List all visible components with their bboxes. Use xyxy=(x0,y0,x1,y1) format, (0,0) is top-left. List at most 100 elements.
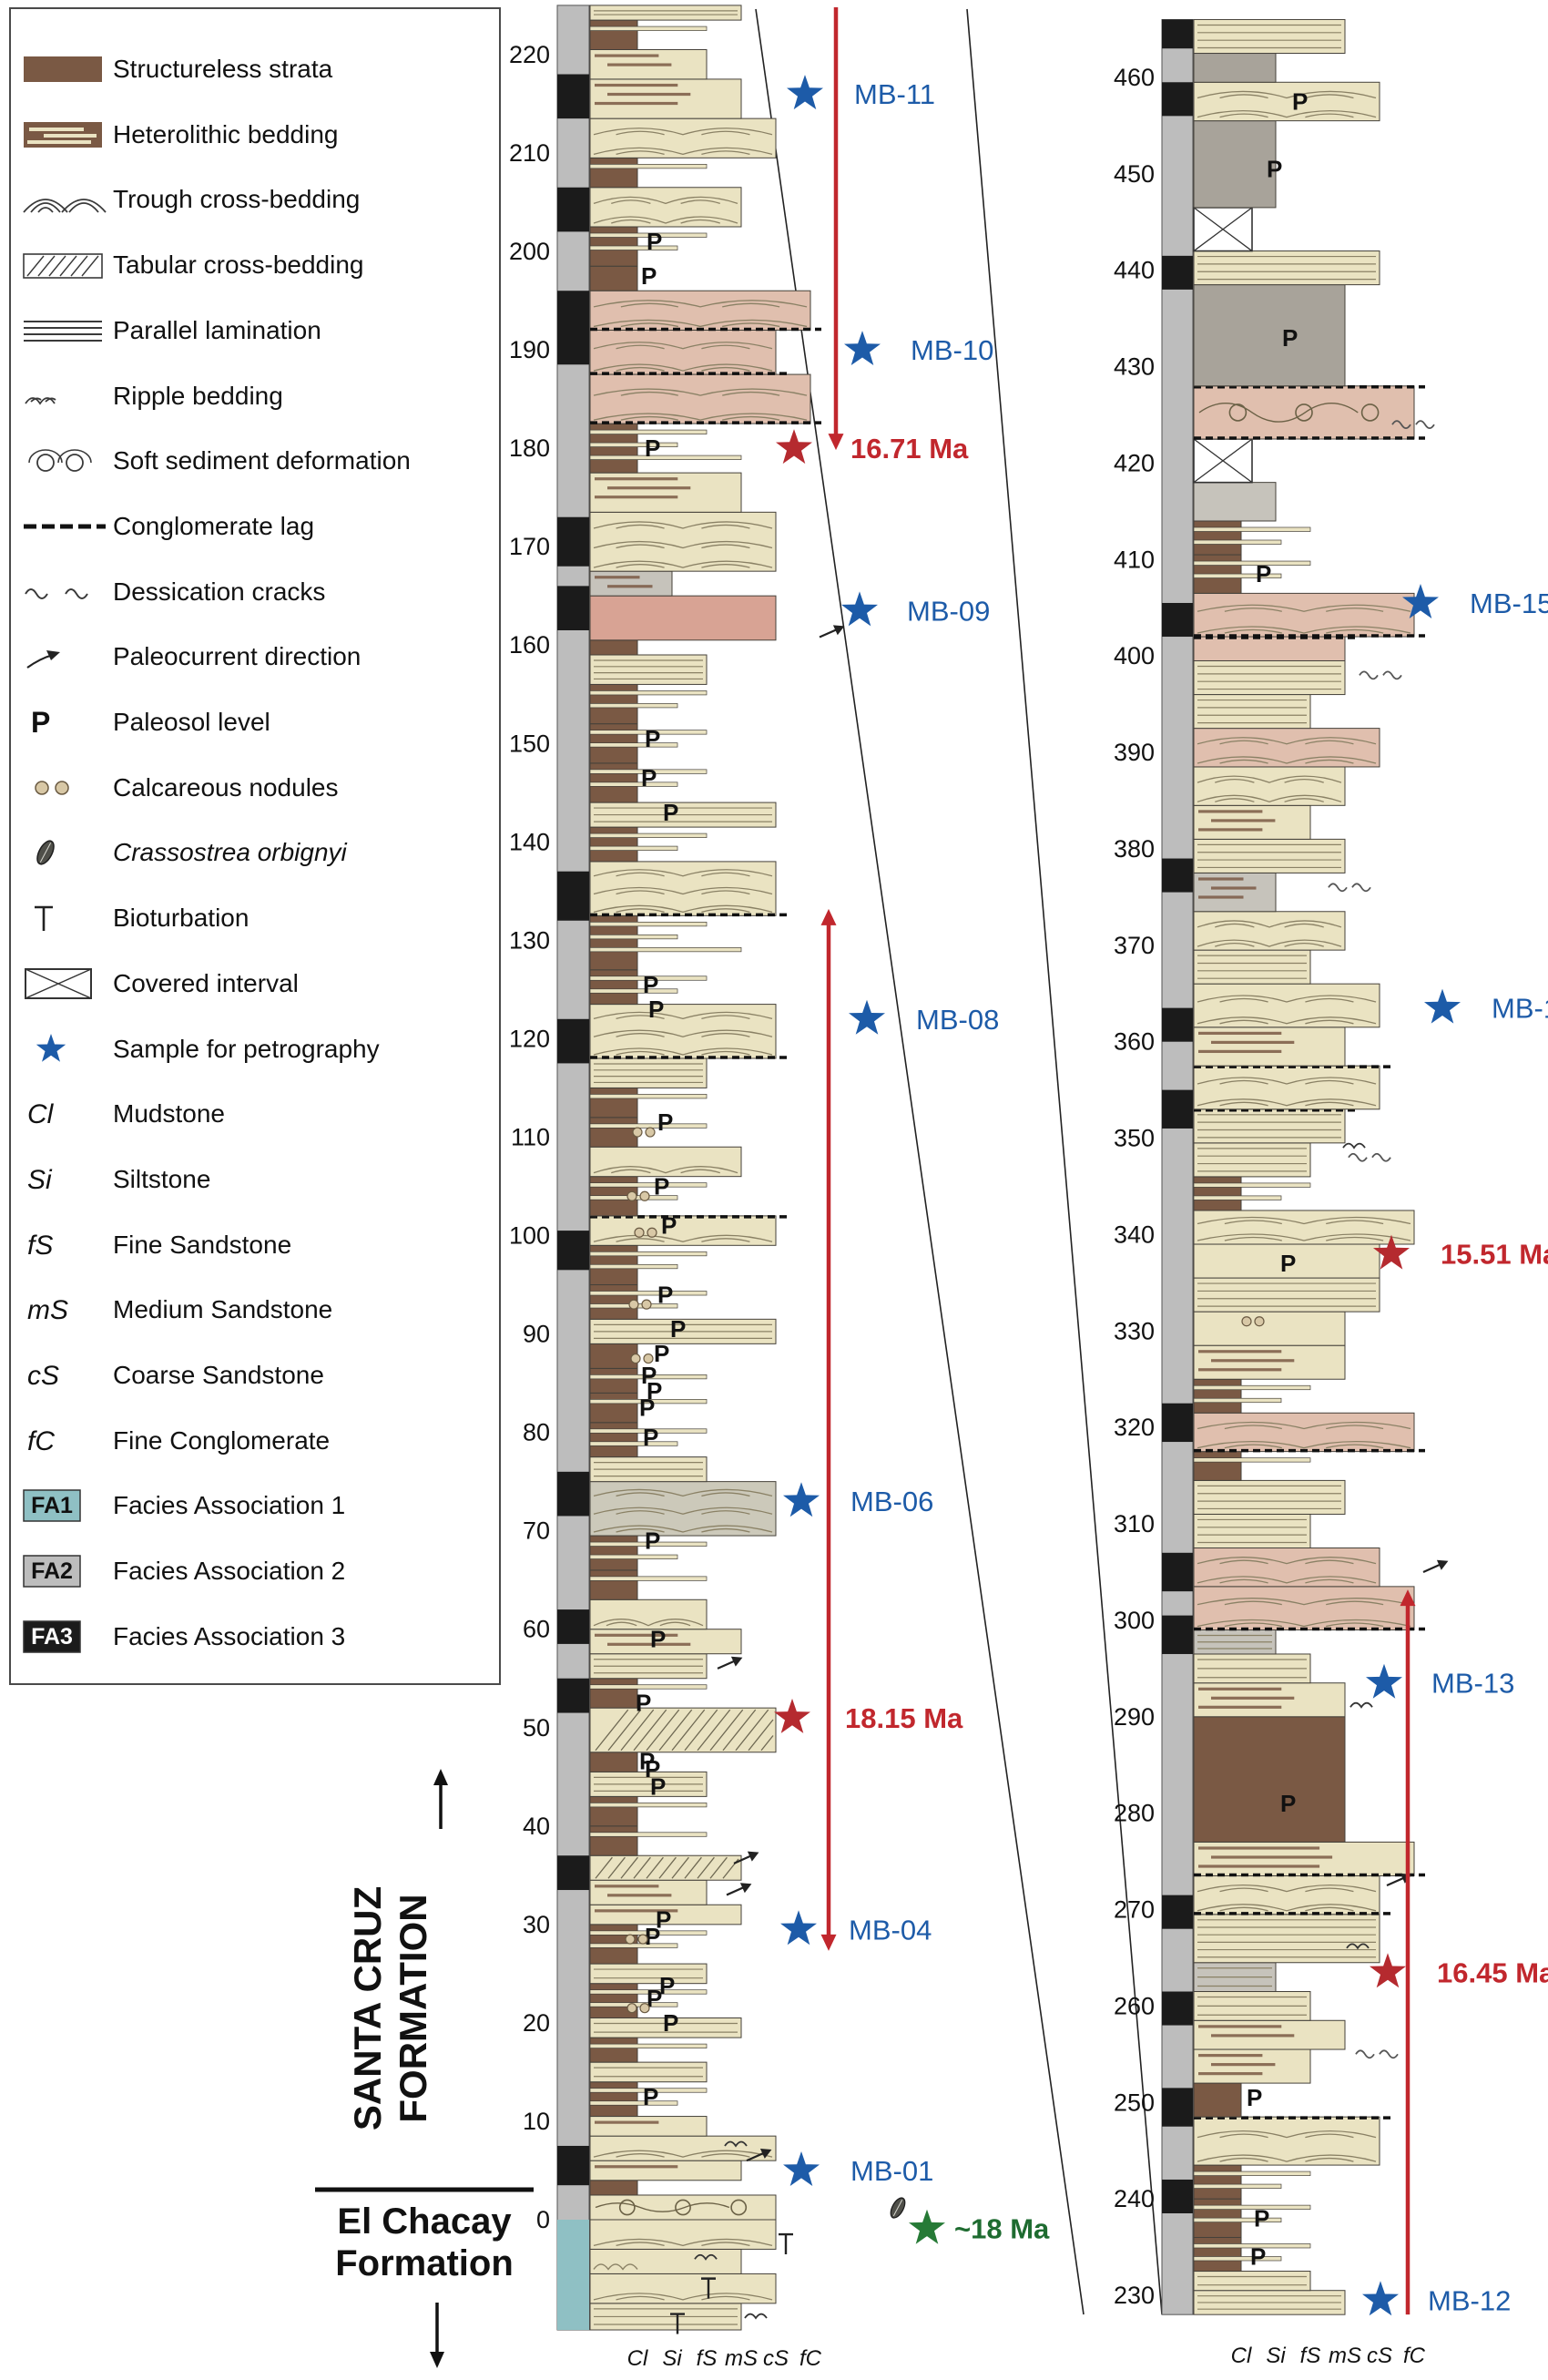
sand-stringer xyxy=(589,1684,708,1690)
shape xyxy=(593,904,773,914)
shape xyxy=(593,2293,773,2301)
sample-marker: MB-11 xyxy=(787,75,935,110)
legend-item: Sample for petrography xyxy=(18,1020,495,1078)
bioturbation-icon xyxy=(35,905,53,932)
left-strat-column: PPPPPPPPPPPPPPPPPPPPPPPPPPPPPP2202102001… xyxy=(509,5,1050,2371)
shape xyxy=(27,139,91,144)
depth-scale: 4604504404304204104003903803703603503403… xyxy=(1114,64,1155,2309)
paleosol-mark: P xyxy=(1280,1790,1296,1817)
shape xyxy=(1197,1077,1377,1085)
sample-label: MB-14 xyxy=(1492,993,1548,1025)
bed xyxy=(589,5,742,21)
legend-item: Tabular cross-bedding xyxy=(18,236,495,294)
bed xyxy=(589,1117,638,1148)
ripple-mark xyxy=(1342,1142,1366,1149)
fa3-segment xyxy=(1162,1895,1193,1929)
bed xyxy=(589,265,638,291)
legend-item: Bioturbation xyxy=(18,889,495,947)
sand-stringer xyxy=(1193,1457,1311,1463)
paleosol-mark: P xyxy=(639,1747,655,1774)
shape xyxy=(709,1709,744,1752)
paleosol-mark: P xyxy=(645,1755,660,1782)
sample-label: MB-11 xyxy=(854,78,935,110)
petrography-star-icon xyxy=(787,75,823,110)
petrography-star-icon xyxy=(774,1698,810,1733)
shape xyxy=(1386,1876,1406,1887)
fa3-segment xyxy=(1162,1089,1193,1129)
legend-label: Facies Association 1 xyxy=(113,1491,346,1520)
depth-tick-label: 160 xyxy=(509,631,550,659)
bed xyxy=(1193,1176,1242,1211)
depth-tick-label: 0 xyxy=(536,2206,550,2233)
bed xyxy=(589,1057,708,1088)
shape xyxy=(23,253,103,279)
depth-tick-label: 270 xyxy=(1114,1896,1155,1924)
shape xyxy=(1198,1687,1282,1691)
shape xyxy=(1211,1855,1333,1859)
legend-item: Conglomerate lag xyxy=(18,497,495,556)
legend-item: Paleocurrent direction xyxy=(18,628,495,686)
conglag-icon xyxy=(24,524,106,529)
shape xyxy=(1295,403,1313,422)
shape xyxy=(1211,1696,1295,1700)
depth-tick-label: 430 xyxy=(1114,353,1155,381)
sand-stringer xyxy=(589,1576,708,1581)
sand-stringer xyxy=(589,442,678,447)
shape xyxy=(820,1934,837,1951)
shape xyxy=(593,2263,638,2271)
sand-stringer xyxy=(589,1541,708,1547)
depth-tick-label: 390 xyxy=(1114,739,1155,766)
shape xyxy=(1193,438,1253,484)
legend-label: Paleosol level xyxy=(113,708,270,736)
shape xyxy=(593,1011,773,1020)
depth-tick-label: 350 xyxy=(1114,1125,1155,1152)
depth-tick-label: 250 xyxy=(1114,2089,1155,2116)
sand-stringer xyxy=(589,429,708,434)
shape xyxy=(1198,403,1359,423)
bed xyxy=(1193,728,1380,768)
sand-stringer xyxy=(589,1832,708,1837)
sand-stringer xyxy=(589,1399,708,1405)
depth-tick-label: 450 xyxy=(1114,160,1155,188)
depth-tick-label: 190 xyxy=(509,336,550,363)
shape xyxy=(1400,1589,1416,1607)
shape xyxy=(820,908,837,925)
petrography-star-icon xyxy=(841,591,878,627)
el-chacay-formation-label: Formation xyxy=(335,2243,514,2283)
fa3-segment xyxy=(557,74,589,119)
shape xyxy=(593,319,808,328)
sample-marker: MB-15 xyxy=(1402,584,1548,619)
bed xyxy=(589,1569,638,1600)
shape xyxy=(1197,794,1342,803)
bed xyxy=(589,1854,742,1881)
bioturbation-mark xyxy=(779,2232,793,2255)
shape xyxy=(684,1856,702,1879)
legend-label: Calcareous nodules xyxy=(113,772,339,802)
bed xyxy=(589,373,811,424)
sand-stringer xyxy=(589,769,708,774)
sand-stringer xyxy=(1193,1195,1282,1200)
legend-label: Soft sediment deformation xyxy=(113,446,411,475)
sample-label: MB-06 xyxy=(850,1486,933,1517)
text-icon: fC xyxy=(27,1426,55,1456)
depth-tick-label: 140 xyxy=(509,828,550,855)
bed xyxy=(589,639,638,656)
depth-tick-label: 170 xyxy=(509,533,550,560)
bed xyxy=(1193,766,1346,806)
dessication-mark xyxy=(1355,2049,1399,2059)
bed xyxy=(1193,636,1346,662)
depth-scale: 2202102001901801701601501401301201101009… xyxy=(509,41,550,2233)
depth-tick-label: 260 xyxy=(1114,1992,1155,2019)
bed xyxy=(589,1963,708,1985)
paleosol-mark: P xyxy=(650,1626,666,1653)
fa3-segment xyxy=(1162,2088,1193,2127)
label: FA1 xyxy=(31,1493,73,1518)
fa3-segment xyxy=(557,1471,589,1517)
bed xyxy=(1193,284,1346,387)
age-label: ~18 Ma xyxy=(954,2213,1050,2245)
